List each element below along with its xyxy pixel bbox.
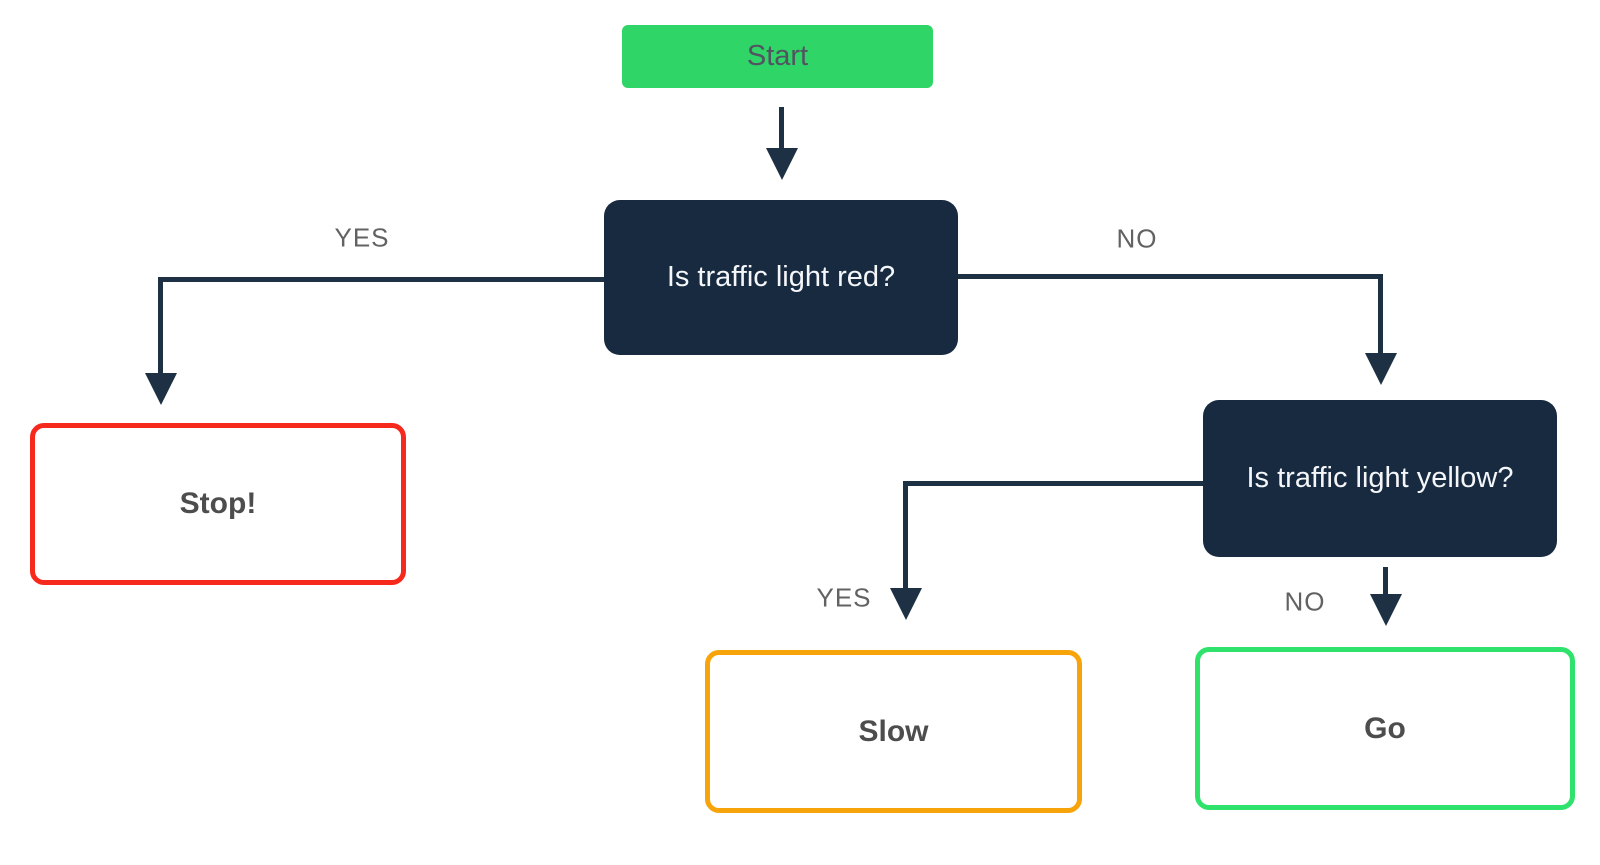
edge-q2-yes-line-vertical <box>903 481 908 589</box>
node-question-red: Is traffic light red? <box>604 200 958 355</box>
arrow-down-icon <box>1365 353 1397 385</box>
edge-label-q1-no: NO <box>1116 223 1158 254</box>
node-go: Go <box>1195 647 1575 810</box>
edge-label-q2-no: NO <box>1284 586 1326 617</box>
edge-q1-no-line-horizontal <box>958 274 1383 279</box>
node-start: Start <box>622 25 933 88</box>
arrow-down-icon <box>145 373 177 405</box>
arrow-down-icon <box>766 148 798 180</box>
edge-q2-yes-line-horizontal <box>903 481 1203 486</box>
node-question-yellow: Is traffic light yellow? <box>1203 400 1557 557</box>
edge-start-q1-line <box>779 107 784 151</box>
edge-q1-no-line-vertical <box>1378 274 1383 356</box>
arrow-down-icon <box>1370 594 1402 626</box>
node-slow: Slow <box>705 650 1082 813</box>
edge-q1-yes-line-horizontal <box>160 277 604 282</box>
edge-q1-yes-line-vertical <box>158 277 163 375</box>
edge-label-q1-yes: YES <box>334 222 390 253</box>
node-stop: Stop! <box>30 423 406 585</box>
edge-q2-no-line-vertical <box>1383 567 1388 597</box>
edge-label-q2-yes: YES <box>816 582 872 613</box>
arrow-down-icon <box>890 588 922 620</box>
